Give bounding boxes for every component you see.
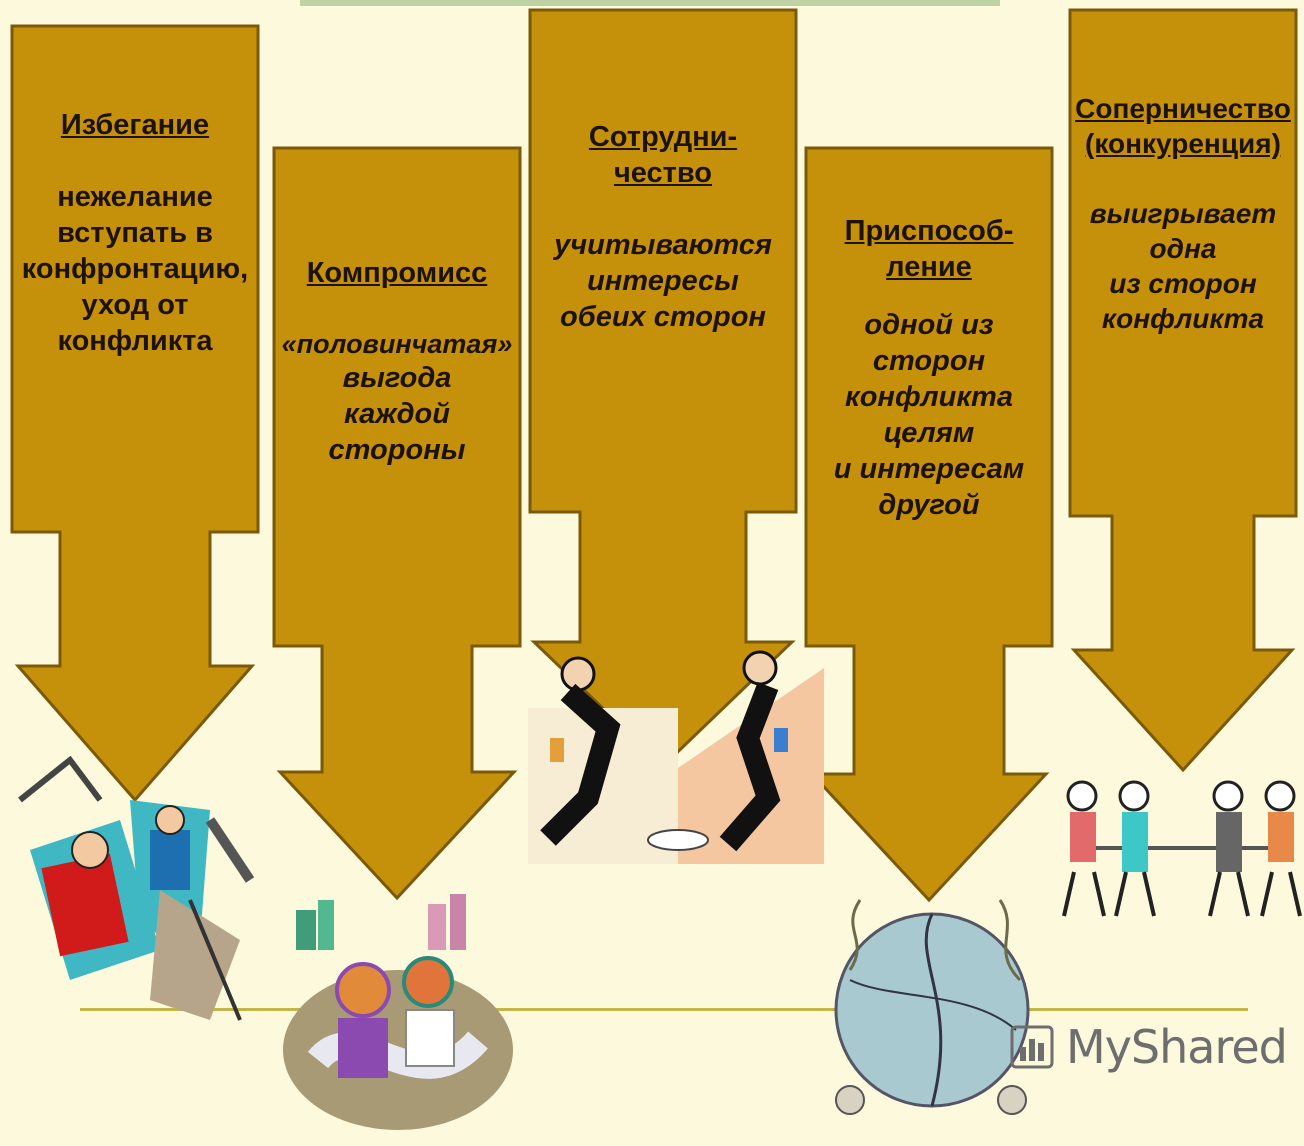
arrow-avoidance: Избегание нежелание вступать в конфронта… [10, 24, 260, 803]
strategy-desc-line: обеих сторон [560, 300, 766, 333]
strategy-title: Сотрудни- [588, 121, 738, 153]
strategy-desc-line: нежелание [57, 180, 213, 213]
strategy-desc-line: стороны [328, 434, 466, 467]
arrow-text-avoidance: Избегание нежелание вступать в конфронта… [12, 108, 258, 360]
strategy-desc-line: одной из [864, 308, 994, 341]
strategy-desc-line: учитываются [554, 228, 772, 261]
arrow-compromise: Компромисс «половинчатая» выгода каждой … [272, 146, 522, 901]
strategy-title: (конкуренция) [1085, 127, 1281, 159]
tug-of-war-clipart [1062, 780, 1302, 917]
strategy-title: ление [886, 250, 972, 283]
arrow-text-competition: Соперничество (конкуренция) выигрывает о… [1070, 92, 1296, 336]
arrow-shape [1068, 8, 1298, 773]
globe-puzzle-clipart [834, 899, 1030, 1115]
strategy-desc-line: из сторон [1109, 267, 1257, 299]
arrow-text-accommodation: Приспособ- ление одной из сторон конфлик… [806, 214, 1052, 524]
strategy-title: Избегание [60, 109, 210, 141]
strategy-desc-line: и интересам [833, 452, 1025, 485]
strategy-desc-line: «половинчатая» [281, 328, 513, 359]
arrow-competition: Соперничество (конкуренция) выигрывает о… [1068, 8, 1298, 773]
strategy-desc-line: одна [1149, 233, 1217, 265]
strategy-desc-line: выигрывает [1089, 198, 1277, 230]
arrow-text-compromise: Компромисс «половинчатая» выгода каждой … [274, 256, 520, 469]
strategy-desc-line: конфликта [57, 324, 213, 357]
strategy-desc-line: конфликта [845, 380, 1013, 413]
arrow-shape [528, 8, 798, 769]
top-heading-fragment [300, 0, 1000, 6]
watermark-text: MyShared [1066, 1020, 1288, 1074]
arrow-accommodation: Приспособ- ление одной из сторон конфлик… [804, 146, 1054, 903]
strategy-desc-line: целям [883, 416, 975, 449]
arrow-shape [804, 146, 1054, 903]
strategy-desc-line: другой [878, 488, 980, 521]
baseline-divider [80, 1008, 1248, 1011]
strategy-desc-line: конфликта [1101, 302, 1265, 334]
strategy-title: Приспособ- [844, 215, 1014, 247]
strategy-title: Соперничество [1075, 93, 1291, 124]
arrow-shape [10, 24, 260, 803]
watermark-logo: MyShared [1010, 1020, 1288, 1074]
strategy-desc-line: вступать в [57, 216, 213, 249]
strategy-desc-line: интересы [587, 264, 739, 297]
strategy-title: чество [613, 156, 713, 189]
strategy-desc-line: конфронтацию, [21, 252, 249, 285]
arrow-text-cooperation: Сотрудни- чество учитываются интересы об… [530, 120, 796, 336]
planes-and-people-clipart [18, 755, 255, 1021]
strategy-title: Компромисс [306, 257, 488, 289]
strategy-desc-line: каждой [344, 398, 450, 431]
strategy-desc-line: выгода [342, 362, 452, 395]
arrow-cooperation: Сотрудни- чество учитываются интересы об… [528, 8, 798, 769]
two-people-on-road-clipart [283, 894, 513, 1130]
strategy-desc-line: сторон [872, 344, 986, 377]
strategy-desc-line: уход от [81, 288, 189, 321]
chart-logo-icon [1010, 1025, 1054, 1069]
arrow-shape [272, 146, 522, 901]
handshake-businessmen-clipart [528, 650, 824, 864]
